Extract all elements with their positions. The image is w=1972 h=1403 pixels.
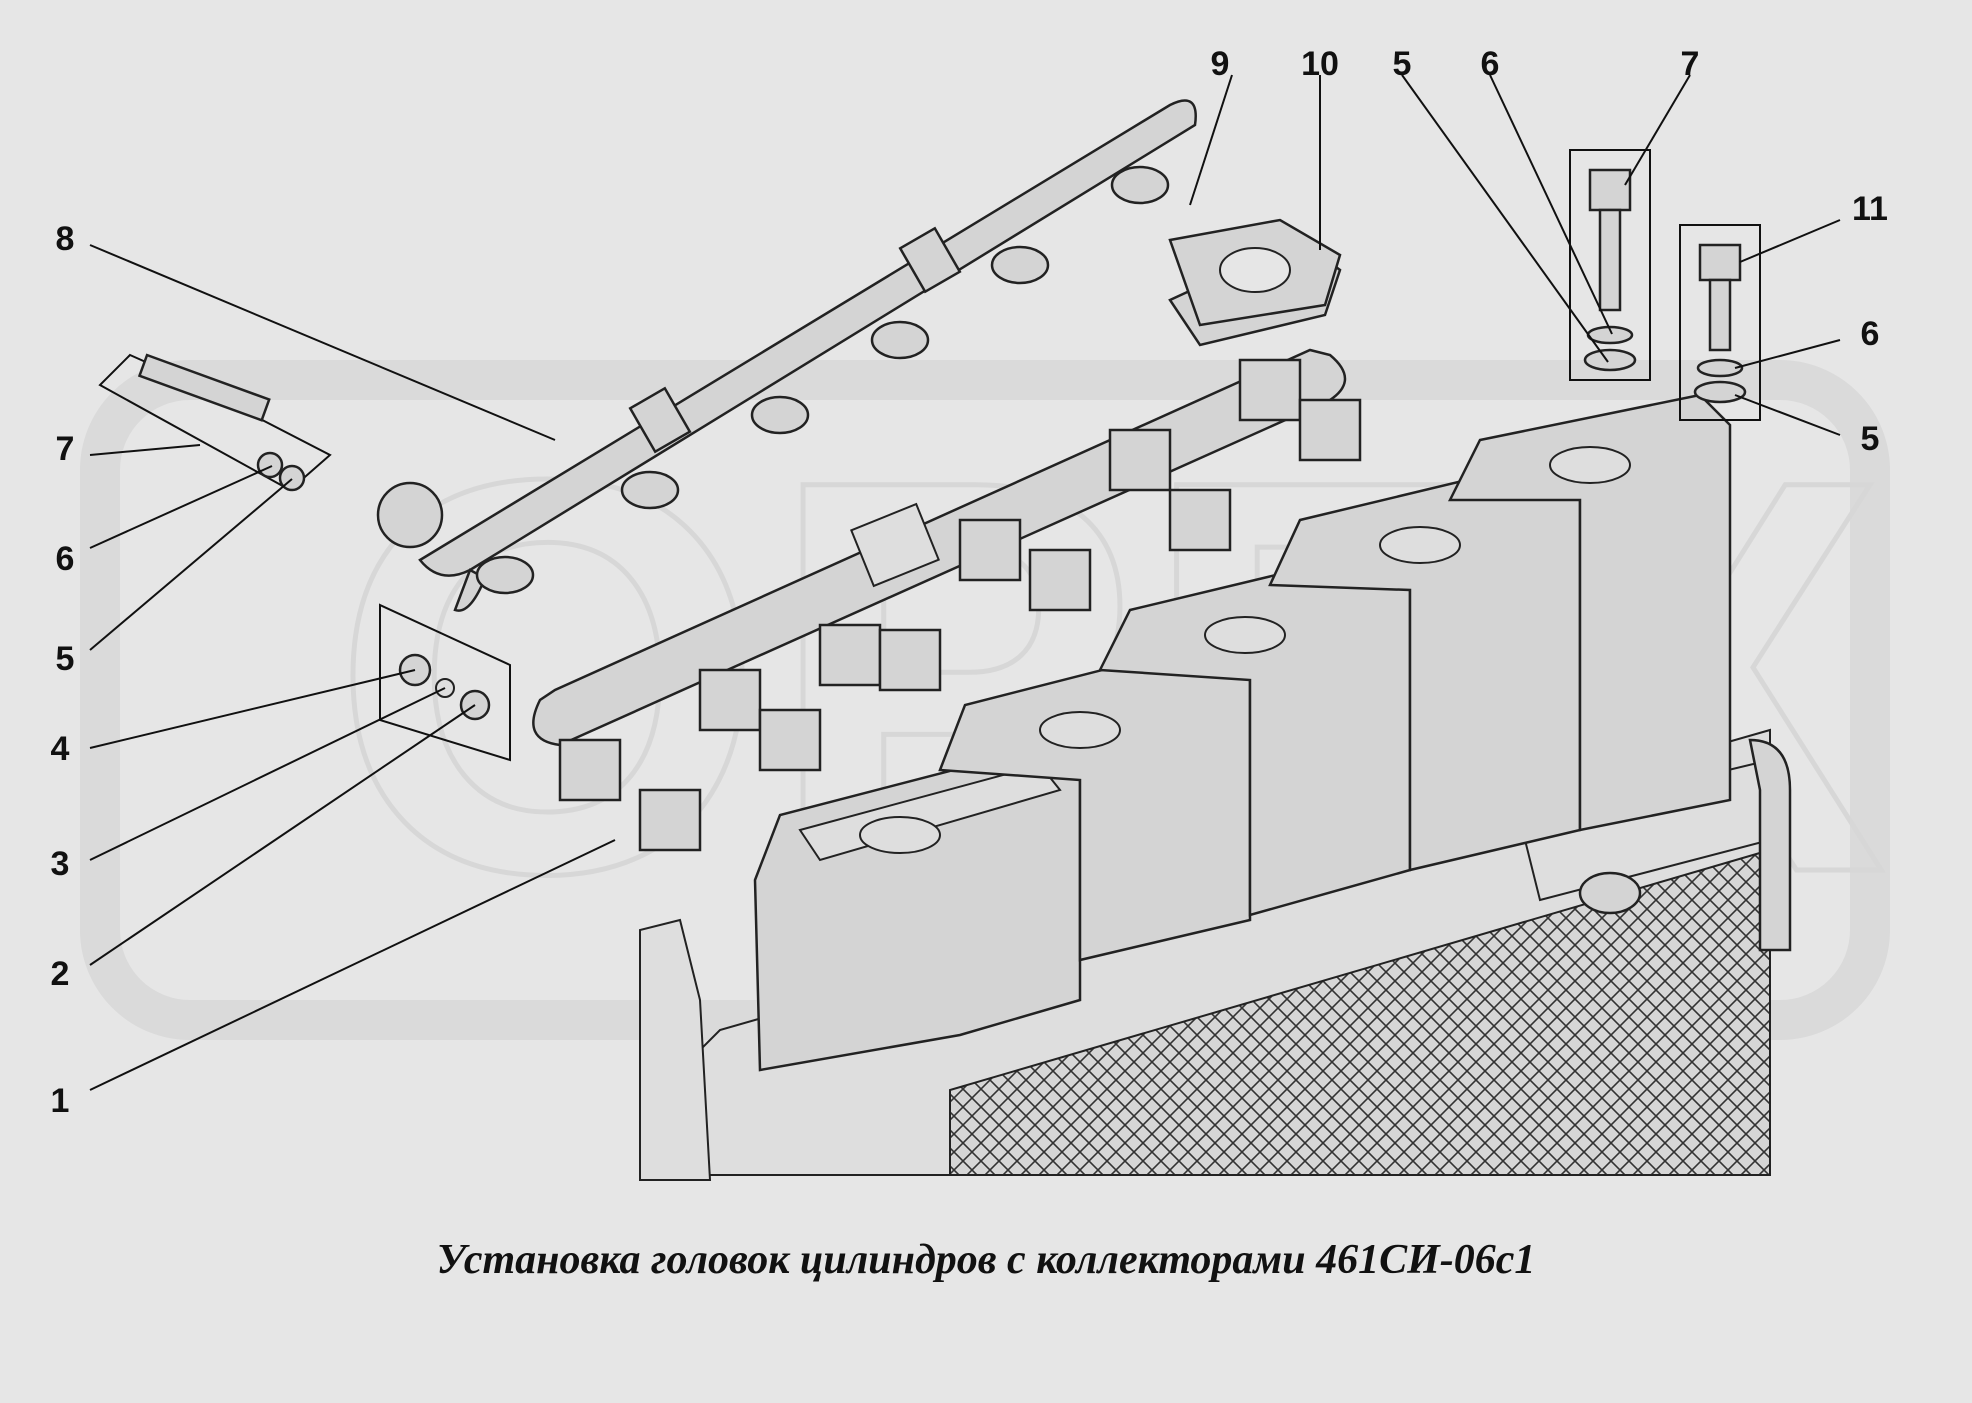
intake-pipe — [376, 99, 1197, 612]
callout-5: 5 — [1393, 45, 1412, 83]
diagram-caption: Установка головок цилиндров с коллектора… — [436, 1237, 1536, 1283]
callout-7: 7 — [1681, 45, 1700, 83]
cylinder-head-5 — [1447, 393, 1732, 832]
callout-11: 11 — [1852, 190, 1888, 228]
callout-7: 7 — [56, 430, 75, 468]
callout-1: 1 — [51, 1082, 70, 1120]
pipe-flanges — [475, 165, 1170, 595]
callout-3: 3 — [51, 845, 70, 883]
callout-9: 9 — [1211, 45, 1230, 83]
cylinder-head-3 — [1098, 548, 1412, 917]
callout-6: 6 — [1481, 45, 1500, 83]
callout-4: 4 — [51, 730, 70, 768]
callout-8: 8 — [56, 220, 75, 258]
cylinder-heads — [753, 393, 1732, 1072]
fastener-set-right-2 — [1679, 224, 1761, 421]
callout-5: 5 — [56, 640, 75, 678]
fastener-set-right-1 — [1569, 149, 1651, 381]
manifold-ports — [558, 358, 1362, 852]
callout-labels: 9 10 5 6 7 11 6 5 8 7 6 5 4 3 2 1 — [51, 45, 1888, 1120]
callout-5: 5 — [1861, 420, 1880, 458]
leader-lines — [89, 74, 1841, 1091]
callout-10: 10 — [1301, 45, 1339, 83]
callout-2: 2 — [51, 955, 70, 993]
callout-6: 6 — [56, 540, 75, 578]
callout-6: 6 — [1861, 315, 1880, 353]
fastener-set-left — [98, 353, 332, 492]
pipe-clamps — [628, 226, 962, 454]
